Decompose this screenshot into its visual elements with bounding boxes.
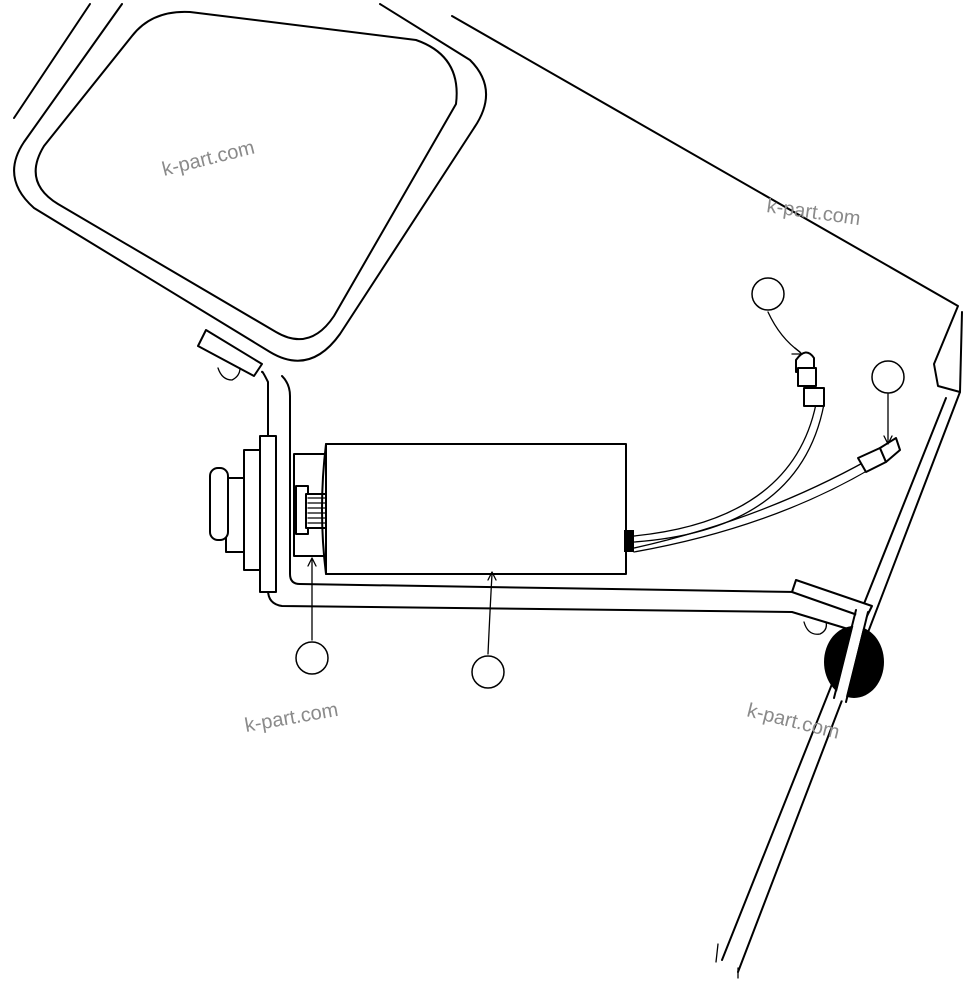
callout-balloon-1 [751, 277, 785, 311]
watermark-text: k-part.com [160, 137, 257, 181]
callout-balloon-4 [471, 655, 505, 689]
watermark-text: k-part.com [765, 195, 862, 230]
callout-leaders [307, 311, 893, 655]
watermark-text: k-part.com [745, 700, 842, 744]
switch-knob-assembly [209, 435, 329, 593]
main-unit-body [321, 443, 634, 575]
callout-balloons [295, 277, 905, 689]
watermark-text: k-part.com [243, 699, 340, 737]
wire-harness [633, 351, 901, 553]
callout-balloon-2 [871, 360, 905, 394]
callout-balloon-3 [295, 641, 329, 675]
grommet [824, 609, 884, 703]
cab-window [13, 3, 487, 362]
